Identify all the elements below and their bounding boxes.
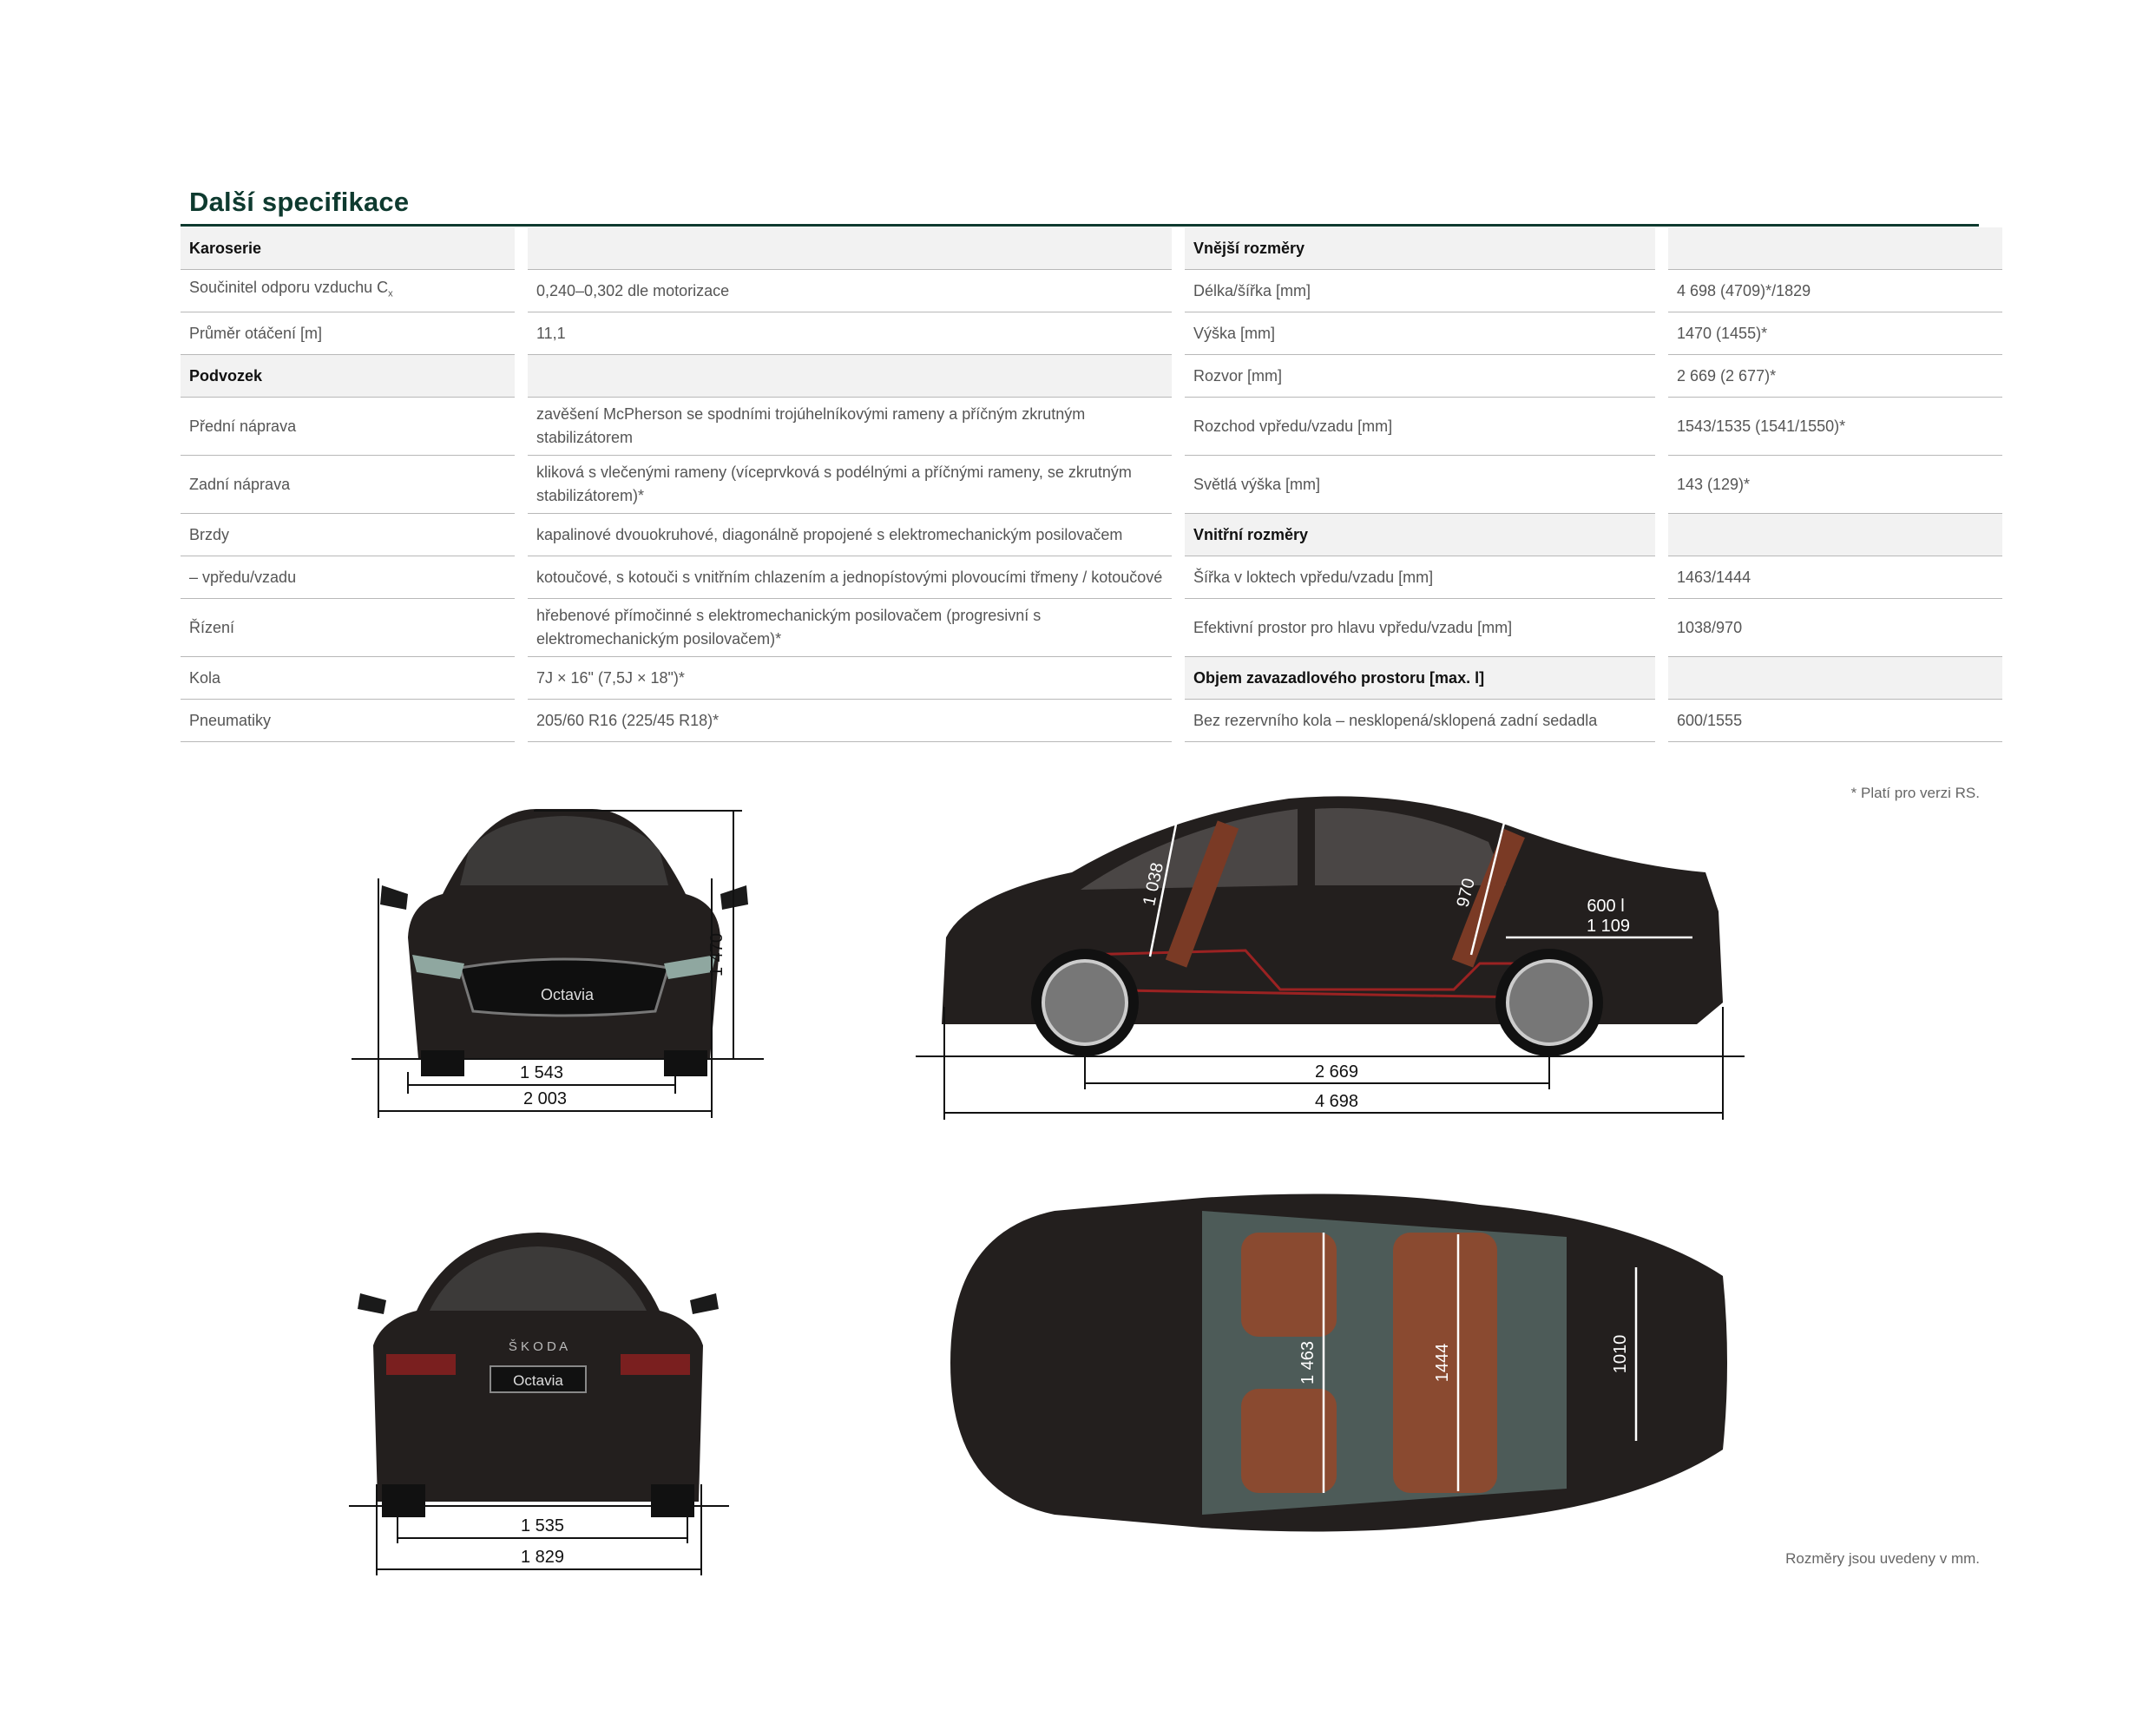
car-rear-silhouette bbox=[358, 1233, 719, 1517]
spec-label: Rozchod vpředu/vzadu [mm] bbox=[1185, 398, 1655, 456]
spec-value bbox=[528, 355, 1172, 398]
units-note: Rozměry jsou uvedeny v mm. bbox=[1785, 1550, 1980, 1567]
spec-label: Délka/šířka [mm] bbox=[1185, 270, 1655, 312]
spec-value: 11,1 bbox=[528, 312, 1172, 355]
rear-width-label: 1 829 bbox=[521, 1548, 564, 1567]
spec-label: Vnitřní rozměry bbox=[1185, 514, 1655, 556]
spec-value: kapalinové dvouokruhové, diagonálně prop… bbox=[528, 514, 1172, 556]
front-height-label: 1 470 bbox=[707, 933, 726, 976]
spec-label: Bez rezervního kola – nesklopená/sklopen… bbox=[1185, 700, 1655, 742]
spec-value: 143 (129)* bbox=[1668, 456, 2002, 514]
spec-row: – vpředu/vzadu kotoučové, s kotouči s vni… bbox=[181, 556, 1172, 599]
length-label: 4 698 bbox=[1315, 1092, 1358, 1111]
spec-label: Průměr otáčení [m] bbox=[181, 312, 515, 355]
side-view-drawing: 1 038 970 600 l 1 109 2 669 4 698 bbox=[916, 796, 1745, 1120]
spec-row: Pneumatiky 205/60 R16 (225/45 R18)* bbox=[181, 700, 1172, 742]
spec-label: Objem zavazadlového prostoru [max. l] bbox=[1185, 657, 1655, 700]
spec-label: Vnější rozměry bbox=[1185, 227, 1655, 270]
spec-row: Průměr otáčení [m] 11,1 bbox=[181, 312, 1172, 355]
spec-value: 1463/1444 bbox=[1668, 556, 2002, 599]
spec-row: Podvozek bbox=[181, 355, 1172, 398]
spec-value: 600/1555 bbox=[1668, 700, 2002, 742]
boot-width-label: 1010 bbox=[1611, 1335, 1630, 1374]
spec-value: zavěšení McPherson se spodními trojúheln… bbox=[528, 398, 1172, 456]
spec-value: 2 669 (2 677)* bbox=[1668, 355, 2002, 398]
spec-value: kotoučové, s kotouči s vnitřním chlazení… bbox=[528, 556, 1172, 599]
brand-rear: Š K O D A bbox=[509, 1339, 568, 1354]
spec-label: Výška [mm] bbox=[1185, 312, 1655, 355]
spec-row: Vnitřní rozměry bbox=[1185, 514, 2002, 556]
spec-value: 1543/1535 (1541/1550)* bbox=[1668, 398, 2002, 456]
spec-label: Brzdy bbox=[181, 514, 515, 556]
spec-value: 0,240–0,302 dle motorizace bbox=[528, 270, 1172, 312]
spec-value: 7J × 16" (7,5J × 18")* bbox=[528, 657, 1172, 700]
spec-row: Karoserie bbox=[181, 227, 1172, 270]
boot-length-label: 1 109 bbox=[1587, 917, 1630, 936]
spec-label: Podvozek bbox=[181, 355, 515, 398]
spec-value: 1470 (1455)* bbox=[1668, 312, 2002, 355]
wheelbase-label: 2 669 bbox=[1315, 1062, 1358, 1082]
spec-label: Světlá výška [mm] bbox=[1185, 456, 1655, 514]
spec-label: – vpředu/vzadu bbox=[181, 556, 515, 599]
spec-row: Bez rezervního kola – nesklopená/sklopen… bbox=[1185, 700, 2002, 742]
spec-value bbox=[1668, 657, 2002, 700]
spec-row: Rozchod vpředu/vzadu [mm]1543/1535 (1541… bbox=[1185, 398, 2002, 456]
rear-track-label: 1 535 bbox=[521, 1516, 564, 1535]
elbow-rear-label: 1444 bbox=[1433, 1344, 1452, 1383]
spec-row: Součinitel odporu vzduchu Cx 0,240–0,302 … bbox=[181, 270, 1172, 312]
spec-label: Karoserie bbox=[181, 227, 515, 270]
spec-row: Objem zavazadlového prostoru [max. l] bbox=[1185, 657, 2002, 700]
spec-value: 4 698 (4709)*/1829 bbox=[1668, 270, 2002, 312]
page-title: Další specifikace bbox=[189, 187, 410, 217]
spec-value bbox=[528, 227, 1172, 270]
spec-value: hřebenové přímočinné s elektromechanický… bbox=[528, 599, 1172, 657]
front-track-label: 1 543 bbox=[520, 1063, 563, 1082]
spec-label: Řízení bbox=[181, 599, 515, 657]
spec-label: Rozvor [mm] bbox=[1185, 355, 1655, 398]
boot-volume-label: 600 l bbox=[1587, 897, 1624, 916]
spec-label: Šířka v loktech vpředu/vzadu [mm] bbox=[1185, 556, 1655, 599]
badge-rear: Octavia bbox=[513, 1372, 563, 1389]
rear-view-drawing: Š K O D A Octavia 1 535 1 829 bbox=[349, 1233, 729, 1575]
spec-label: Kola bbox=[181, 657, 515, 700]
elbow-front-label: 1 463 bbox=[1298, 1341, 1318, 1384]
spec-value bbox=[1668, 514, 2002, 556]
spec-row: Výška [mm] 1470 (1455)* bbox=[1185, 312, 2002, 355]
badge-front: Octavia bbox=[541, 986, 595, 1003]
title-rule bbox=[181, 224, 1979, 227]
footnote: * Platí pro verzi RS. bbox=[1850, 785, 1980, 801]
spec-label: Pneumatiky bbox=[181, 700, 515, 742]
spec-row: Vnější rozměry bbox=[1185, 227, 2002, 270]
spec-value: kliková s vlečenými rameny (víceprvková … bbox=[528, 456, 1172, 514]
car-front-silhouette bbox=[380, 808, 748, 1076]
spec-row: Efektivní prostor pro hlavu vpředu/vzadu… bbox=[1185, 599, 2002, 657]
car-side-silhouette bbox=[942, 796, 1723, 1056]
spec-label: Přední náprava bbox=[181, 398, 515, 456]
spec-value bbox=[1668, 227, 2002, 270]
front-view-drawing: Octavia 1 470 1 543 2 003 bbox=[352, 808, 764, 1118]
front-width-label: 2 003 bbox=[523, 1089, 567, 1108]
top-view-drawing: 1 463 1444 1010 bbox=[950, 1194, 1727, 1532]
spec-row: Rozvor [mm] 2 669 (2 677)* bbox=[1185, 355, 2002, 398]
spec-row: Kola 7J × 16" (7,5J × 18")* bbox=[181, 657, 1172, 700]
spec-label: Efektivní prostor pro hlavu vpředu/vzadu… bbox=[1185, 599, 1655, 657]
spec-row: Délka/šířka [mm] 4 698 (4709)*/1829 bbox=[1185, 270, 2002, 312]
spec-label: Součinitel odporu vzduchu Cx bbox=[181, 270, 515, 312]
spec-row: Brzdy kapalinové dvouokruhové, diagonálně… bbox=[181, 514, 1172, 556]
spec-value: 205/60 R16 (225/45 R18)* bbox=[528, 700, 1172, 742]
car-top-silhouette bbox=[950, 1194, 1727, 1532]
spec-row: Šířka v loktech vpředu/vzadu [mm] 1463/14… bbox=[1185, 556, 2002, 599]
spec-row: Světlá výška [mm]143 (129)* bbox=[1185, 456, 2002, 514]
spec-value: 1038/970 bbox=[1668, 599, 2002, 657]
spec-label: Zadní náprava bbox=[181, 456, 515, 514]
